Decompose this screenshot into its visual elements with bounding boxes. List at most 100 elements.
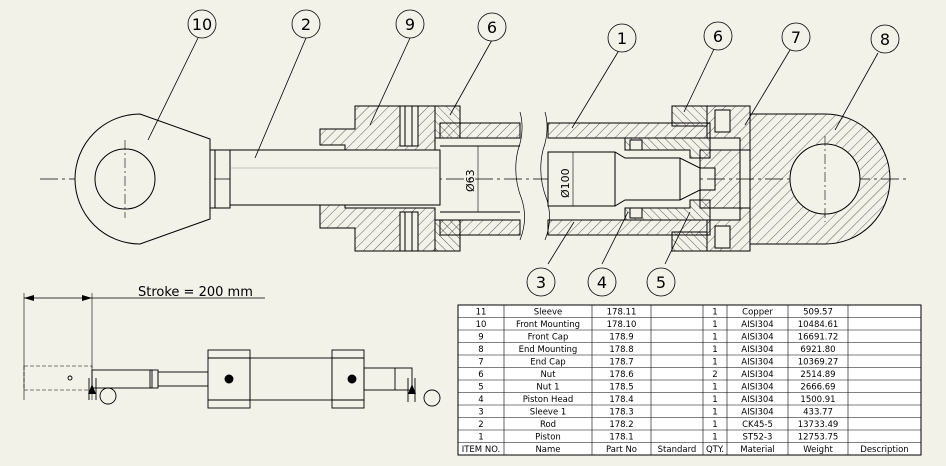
bom-header-cell: Name: [535, 445, 560, 455]
stroke-label: Stroke = 200 mm: [138, 285, 253, 300]
balloon-8-label: 8: [880, 30, 890, 49]
bom-cell: Front Cap: [528, 332, 569, 342]
balloon-5-label: 5: [656, 273, 666, 292]
bom-cell: 1: [712, 307, 717, 317]
bom-cell: 178.5: [609, 382, 633, 392]
balloon-6b-label: 6: [713, 27, 723, 46]
bom-cell: Piston: [535, 432, 561, 442]
bom-cell: 6: [478, 370, 483, 380]
bom-cell: End Mounting: [519, 345, 578, 355]
bom-cell: AISI304: [741, 320, 773, 330]
bom-cell: AISI304: [741, 382, 773, 392]
bom-cell: AISI304: [741, 332, 773, 342]
bom-cell: 11: [476, 307, 487, 317]
bom-cell: 178.6: [609, 370, 633, 380]
bom-cell: Nut 1: [536, 382, 559, 392]
bom-header-cell: ITEM NO.: [462, 445, 501, 455]
stroke-view: [23, 293, 441, 409]
bom-cell: 1: [712, 345, 717, 355]
bom-cell: AISI304: [741, 345, 773, 355]
balloon-6a-label: 6: [487, 18, 497, 37]
bom-cell: 10369.27: [798, 357, 839, 367]
balloon-3-label: 3: [536, 273, 546, 292]
bom-header-cell: Standard: [658, 445, 697, 455]
bom-cell: 178.8: [609, 345, 633, 355]
bom-cell: 1: [712, 420, 717, 430]
bom-cell: 9: [478, 332, 483, 342]
bom-cell: 2: [478, 420, 483, 430]
bom-cell: Piston Head: [523, 395, 574, 405]
bom-cell: AISI304: [741, 395, 773, 405]
bom-cell: Nut: [540, 370, 556, 380]
bom-cell: 1500.91: [800, 395, 835, 405]
dim-bore-diameter: Ø100: [559, 168, 572, 198]
bom-cell: 2514.89: [800, 370, 835, 380]
bom-cell: Front Mounting: [516, 320, 580, 330]
bom-cell: 178.11: [607, 307, 637, 317]
bom-cell: CK45-5: [742, 420, 773, 430]
bom-cell: 509.57: [803, 307, 833, 317]
bom-cell: 12753.75: [798, 432, 839, 442]
nut-right-upper: [671, 105, 708, 127]
bom-cell: 178.3: [609, 407, 633, 417]
bom-cell: 1: [712, 357, 717, 367]
rod: [229, 149, 441, 206]
bom-cell: 10: [476, 320, 487, 330]
bom-header-cell: Weight: [803, 445, 833, 455]
bom-cell: 7: [478, 357, 483, 367]
bom-cell: 4: [478, 395, 483, 405]
bom-cell: 178.2: [609, 420, 633, 430]
bom-cell: 10484.61: [798, 320, 839, 330]
balloons: [147, 37, 879, 265]
nut-1: [699, 149, 741, 209]
sleeve-tube-left-lower: [439, 219, 521, 236]
balloon-circles: [187, 9, 900, 297]
bom-cell: 13733.49: [798, 420, 839, 430]
bom-cell: 178.4: [609, 395, 633, 405]
balloon-4-label: 4: [597, 273, 607, 292]
bom-cell: 8: [478, 345, 483, 355]
bom-cell: AISI304: [741, 357, 773, 367]
balloon-2-label: 2: [301, 15, 311, 34]
bom-cell: Sleeve 1: [530, 407, 567, 417]
bom-cell: 1: [712, 432, 717, 442]
bom-cell: AISI304: [741, 370, 773, 380]
sleeve-tube-left-upper: [439, 122, 521, 139]
balloon-labels: 10 2 9 6 1 6 7 8 3 4 5: [192, 15, 890, 292]
bom-header-cell: Description: [860, 445, 908, 455]
bom-cell: 1: [712, 332, 717, 342]
nut-right-lower: [671, 231, 708, 252]
bom-cell: Rod: [540, 420, 556, 430]
bom-cell: 178.7: [609, 357, 633, 367]
bom-cell: 5: [478, 382, 483, 392]
bom-cell: 433.77: [803, 407, 833, 417]
bom-cell: 1: [478, 432, 483, 442]
balloon-10-label: 10: [192, 15, 212, 34]
bom-cell: 1: [712, 320, 717, 330]
bom-cell: Copper: [742, 307, 773, 317]
bom-cell: 1: [712, 395, 717, 405]
balloon-7-label: 7: [791, 28, 801, 47]
bom-cell: 178.1: [609, 432, 633, 442]
balloon-1-label: 1: [617, 29, 627, 48]
bom-cell: Sleeve: [534, 307, 562, 317]
bom-cell: 16691.72: [798, 332, 839, 342]
bom-cell: 178.9: [609, 332, 633, 342]
bom-cell: ST52-3: [743, 432, 773, 442]
bom-header-cell: QTY.: [706, 445, 724, 455]
bom-cell: 6921.80: [800, 345, 835, 355]
front-mounting: [74, 113, 211, 245]
bom-cell: AISI304: [741, 407, 773, 417]
dim-rod-diameter: Ø63: [464, 169, 477, 192]
bom-cell: End Cap: [530, 357, 565, 367]
section-view: [40, 105, 910, 252]
bom-cell: 2: [712, 370, 717, 380]
bom-header-cell: Part No: [606, 445, 637, 455]
bom-cell: 2666.69: [800, 382, 835, 392]
bom-cell: 1: [712, 382, 717, 392]
bom-header-cell: Material: [740, 445, 775, 455]
balloon-9-label: 9: [405, 15, 415, 34]
bom-cell: 178.10: [607, 320, 637, 330]
